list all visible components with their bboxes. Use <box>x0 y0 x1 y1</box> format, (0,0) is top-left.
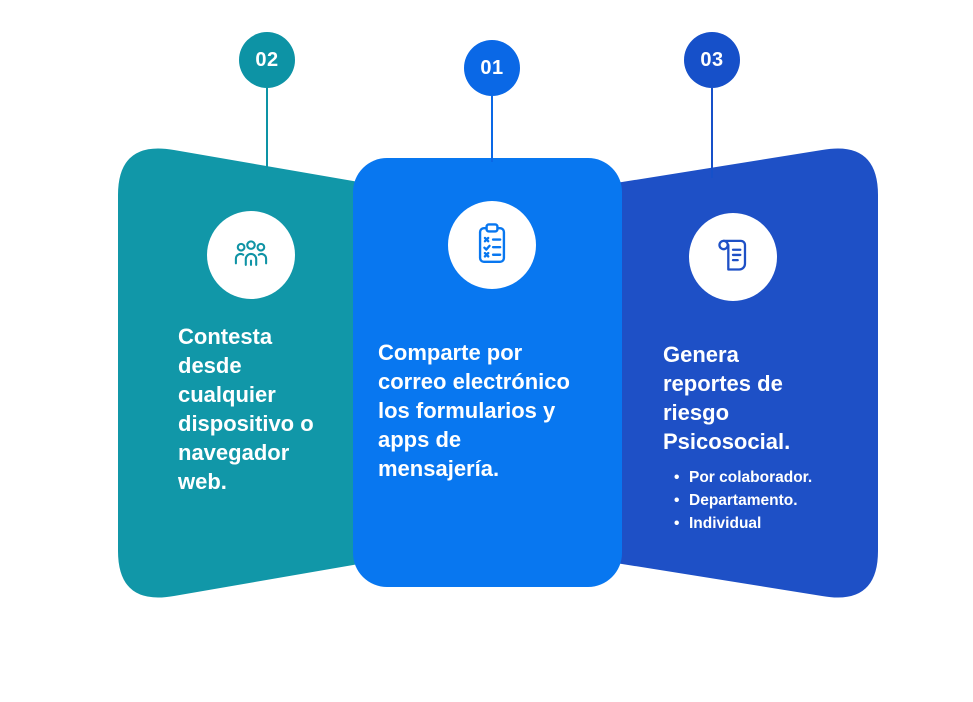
card-text-share: Comparte por correo electrónico los form… <box>378 340 570 481</box>
connector-line-step-01 <box>491 96 493 162</box>
clipboard-checklist-icon <box>478 223 506 263</box>
bullet-item: Departamento. <box>672 489 882 512</box>
card-text-devices: Contesta desde cualquier dispositivo o n… <box>178 324 314 494</box>
bullet-item-label: Departamento. <box>689 492 798 509</box>
badge-step-01: 01 <box>464 40 520 96</box>
badge-step-02: 02 <box>239 32 295 88</box>
connector-line-step-02 <box>266 88 268 168</box>
clipboard-icon-circle <box>448 201 536 289</box>
badge-step-03-label: 03 <box>700 48 724 71</box>
scroll-icon-circle <box>689 213 777 301</box>
bullet-item: Individual <box>672 512 882 535</box>
center-card-shape <box>353 158 622 587</box>
connector-line-step-03 <box>711 88 713 178</box>
scroll-report-icon <box>718 239 747 271</box>
badge-step-01-label: 01 <box>480 56 504 79</box>
card-text-reports: Genera reportes de riesgo Psicosocial. <box>663 342 791 454</box>
badge-step-03: 03 <box>684 32 740 88</box>
bullet-item-label: Por colaborador. <box>689 469 813 486</box>
bullet-item-label: Individual <box>689 515 762 532</box>
people-group-icon <box>234 240 268 266</box>
bullet-item: Por colaborador. <box>672 466 882 489</box>
people-icon-circle <box>207 211 295 299</box>
badge-step-02-label: 02 <box>255 48 279 71</box>
report-bullets: Por colaborador. Departamento. Individua… <box>672 466 882 535</box>
